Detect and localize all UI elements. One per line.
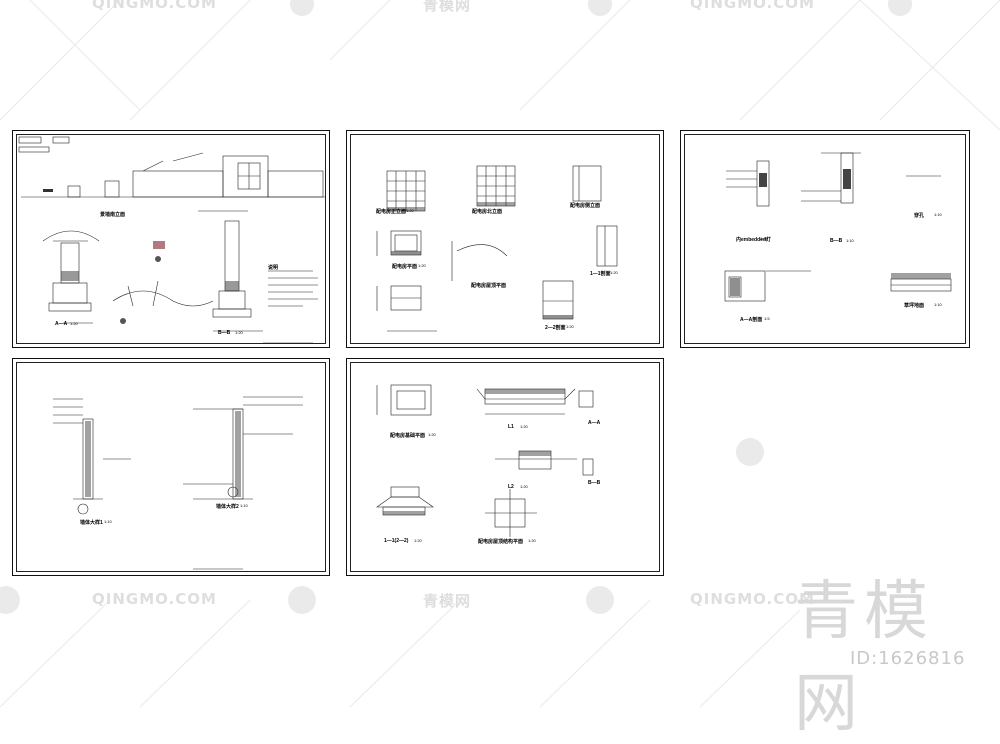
- drawing-scale: 1:10: [846, 238, 854, 243]
- drawing-title: A—A: [55, 321, 68, 327]
- drawing-title: B—B: [218, 330, 231, 336]
- drawing-title: 2—2剖面: [545, 325, 566, 331]
- drawing-title: B—B: [830, 238, 843, 244]
- drawing-title: 景墙南立面: [100, 212, 126, 218]
- drawing-scale: 1:10: [240, 503, 248, 508]
- drawing-sheet-5: [346, 358, 664, 576]
- drawing-scale: 1:20: [414, 538, 422, 543]
- watermark-brand-latin: QINGMO.COM: [92, 590, 217, 608]
- drawing-title: A—A剖面: [740, 317, 763, 323]
- drawing-title: 墙体大样2: [216, 504, 239, 510]
- drawing-sheet-2: [346, 130, 664, 348]
- drawing-title: 配电房屋顶平面: [471, 283, 507, 289]
- drawing-sheet-4: [12, 358, 330, 576]
- drawing-title: A—A: [588, 420, 601, 426]
- drawing-title: 1—1剖面: [590, 271, 611, 277]
- drawing-title: 配电房北立面: [472, 209, 503, 215]
- drawing-scale: 1:20: [528, 538, 536, 543]
- drawing-scale: 1:20: [235, 330, 243, 335]
- drawing-title: 草坪地面: [904, 303, 925, 309]
- drawing-scale: 1:10: [760, 236, 768, 241]
- notes-title: 说明: [268, 265, 279, 271]
- drawing-sheet-1: [12, 130, 330, 348]
- drawing-title: 配电房侧立面: [570, 203, 601, 209]
- drawing-scale: 1:20: [520, 424, 528, 429]
- drawing-sheet-3: [680, 130, 970, 348]
- drawing-title: 墙体大样1: [80, 520, 103, 526]
- drawing-title: 1—1(2—2): [384, 538, 409, 544]
- drawing-scale: 1:20: [406, 208, 414, 213]
- sheet-3-linework: [724, 152, 952, 302]
- drawing-title: L2: [508, 484, 514, 490]
- drawing-title: 配电房基础平面: [390, 433, 426, 439]
- sheet-1-linework: [18, 136, 325, 344]
- watermark-brand-latin: QINGMO.COM: [92, 0, 217, 12]
- drawing-scale: 1:20: [520, 484, 528, 489]
- drawing-scale: 1:20: [418, 263, 426, 268]
- drawing-title: 穿孔: [914, 213, 925, 219]
- drawing-scale: 1:20: [70, 321, 78, 326]
- watermark-brand-cn-small: 青模网: [423, 0, 472, 14]
- drawing-title: B—B: [588, 480, 601, 486]
- drawing-scale: 1:20: [566, 324, 574, 329]
- drawing-scale: 1:10: [934, 302, 942, 307]
- sheet-4-linework: [53, 396, 303, 570]
- sheet-2-linework: [376, 165, 618, 332]
- drawing-title: 配电房平面: [392, 264, 418, 270]
- drawing-scale: 1:20: [428, 432, 436, 437]
- watermark-brand-cn-small: 青模网: [423, 592, 472, 610]
- drawing-title: L1: [508, 424, 514, 430]
- drawing-title: 配电房正立面: [376, 209, 407, 215]
- drawing-scale: 1:10: [104, 519, 112, 524]
- image-id-label: ID:1626816: [850, 648, 966, 669]
- drawing-title: 配电房屋顶结构平面: [478, 539, 524, 545]
- watermark-brand-latin: QINGMO.COM: [690, 0, 815, 12]
- drawing-scale: 1:5: [764, 316, 770, 321]
- sheet-5-linework: [376, 384, 594, 537]
- drawing-title: 内embedded灯: [736, 237, 772, 243]
- watermark-brand-latin: QINGMO.COM: [690, 590, 815, 608]
- drawing-scale: 1:20: [610, 270, 618, 275]
- drawing-scale: 1:10: [934, 212, 942, 217]
